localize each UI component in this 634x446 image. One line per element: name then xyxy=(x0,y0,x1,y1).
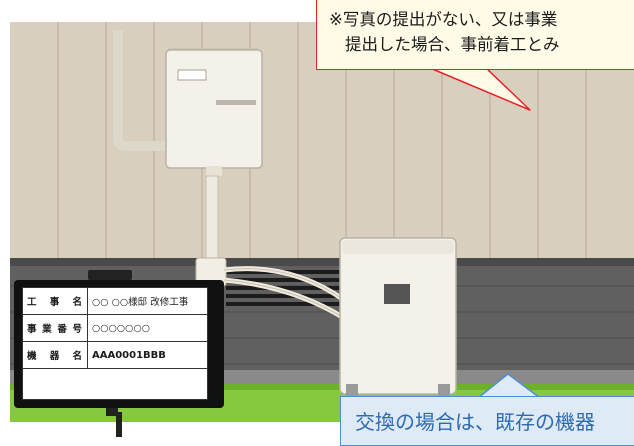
signboard-row: 事業番号 ○○○○○○○ xyxy=(22,314,208,342)
signboard-label: 機 器 名 xyxy=(22,341,88,369)
signboard-row-blank xyxy=(22,368,208,400)
wall-pipe xyxy=(113,30,168,151)
signboard-label: 工 事 名 xyxy=(22,287,88,315)
drain-pipe xyxy=(205,175,219,261)
replace-note-text: 交換の場合は、既存の機器 xyxy=(355,410,595,434)
signboard-row: 機 器 名 AAA0001BBB xyxy=(22,341,208,369)
signboard-value: ○○○○○○○ xyxy=(87,314,208,342)
photo-note-line2: 提出した場合、事前着工とみ xyxy=(345,35,560,54)
replace-note-callout: 交換の場合は、既存の機器 xyxy=(340,396,634,446)
outdoor-unit xyxy=(339,237,457,400)
photo-note-callout: ※写真の提出がない、又は事業 提出した場合、事前着工とみ xyxy=(316,0,634,70)
signboard-label: 事業番号 xyxy=(22,314,88,342)
signboard-blank-cell xyxy=(22,368,208,400)
upper-unit xyxy=(165,48,263,176)
photo-note-line1: ※写真の提出がない、又は事業 xyxy=(329,10,558,29)
construction-signboard: 工 事 名 ○○ ○○様邸 改修工事 事業番号 ○○○○○○○ 機 器 名 AA… xyxy=(22,287,218,400)
signboard-value: AAA0001BBB xyxy=(87,341,208,369)
signboard-row: 工 事 名 ○○ ○○様邸 改修工事 xyxy=(22,287,208,315)
signboard-value: ○○ ○○様邸 改修工事 xyxy=(87,287,208,315)
